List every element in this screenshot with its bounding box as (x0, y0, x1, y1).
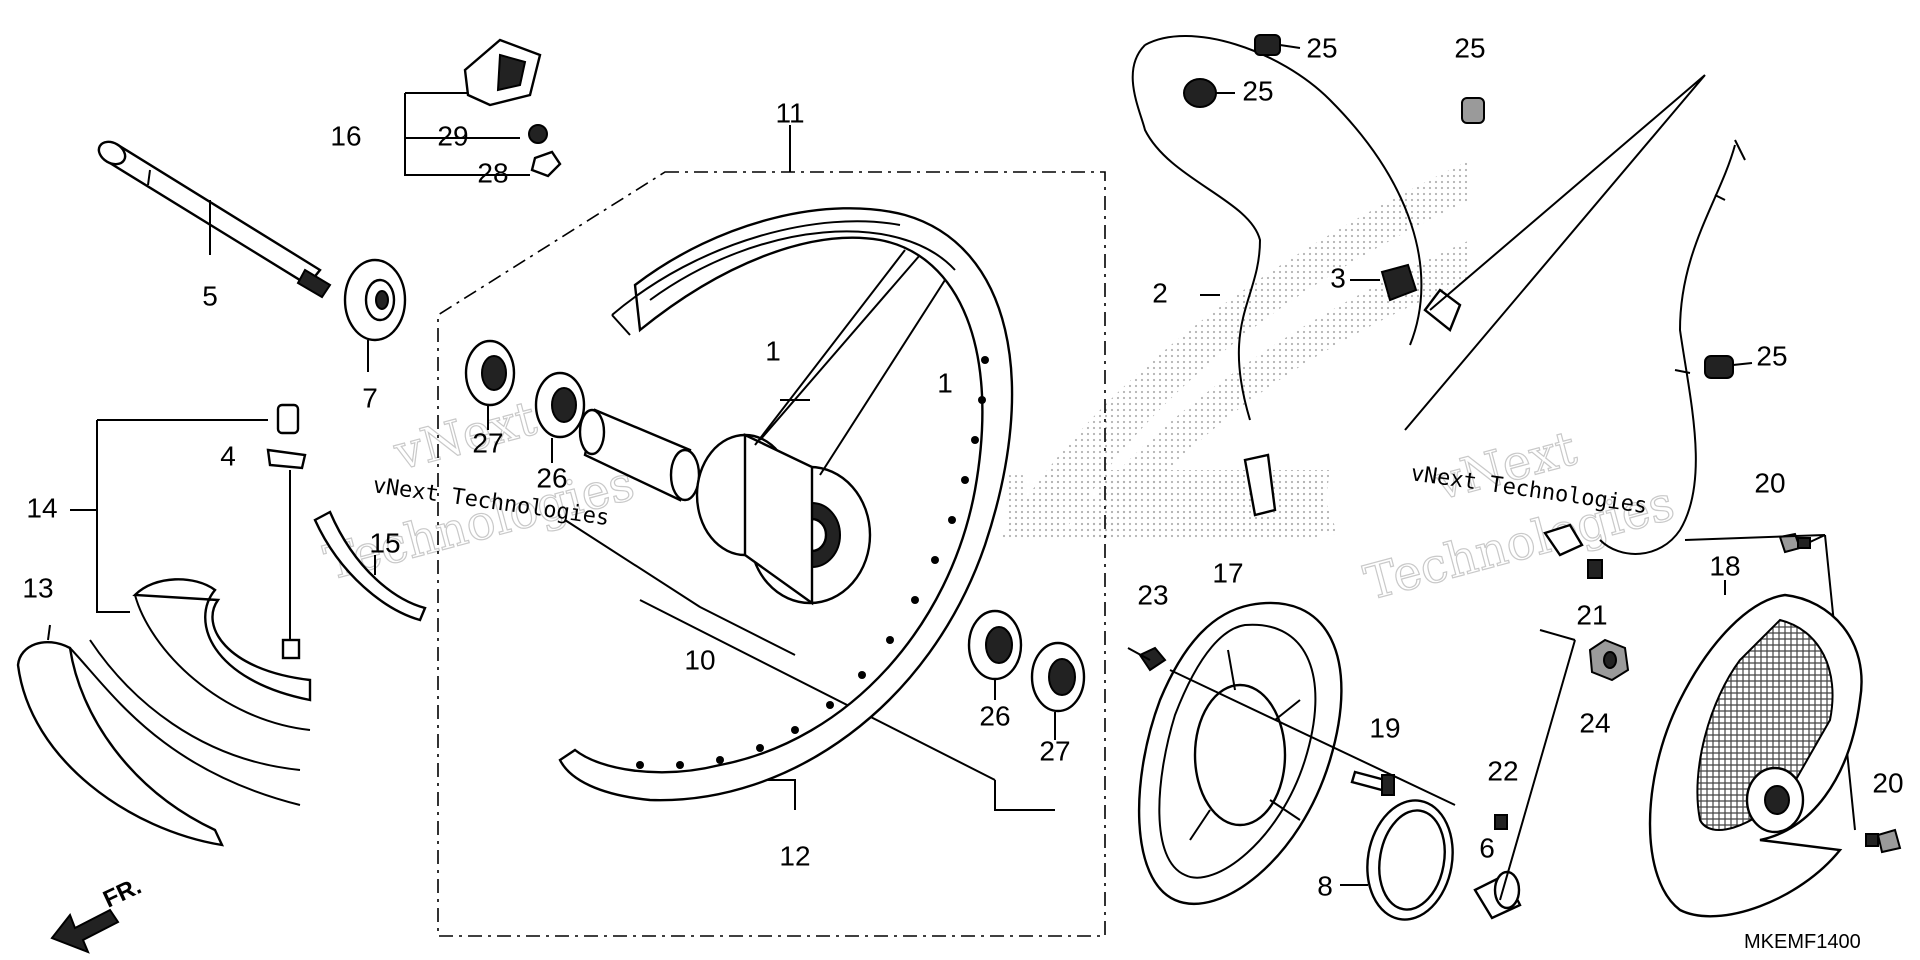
hose-grommets (1183, 34, 1753, 379)
part-label: 27 (472, 427, 503, 458)
part-label: 28 (477, 157, 508, 188)
part-label: 25 (1306, 32, 1337, 63)
part-label: 25 (1242, 75, 1273, 106)
hose-clamp (1350, 263, 1418, 302)
part-label: 13 (22, 572, 53, 603)
part-label: 26 (536, 462, 567, 493)
inner-tube (132, 578, 312, 731)
assembly-leader-lines (70, 92, 1055, 811)
front-axle (97, 140, 332, 299)
rim-spoke-holes (636, 356, 989, 769)
disc-guard (1648, 580, 1863, 918)
part-label: 20 (1754, 467, 1785, 498)
axle-collar (343, 258, 407, 372)
right-bearings (967, 609, 1086, 740)
part-label: 29 (437, 120, 468, 151)
front-direction-arrow: FR. (50, 873, 146, 954)
part-label: 25 (1756, 340, 1787, 371)
wheel-hub (695, 433, 872, 606)
part-label: 7 (362, 382, 378, 413)
direction-label: FR. (99, 873, 145, 914)
part-label: 20 (1872, 767, 1903, 798)
part-label: 21 (1576, 599, 1607, 630)
part-label: 6 (1479, 832, 1495, 863)
watermark-text: vNext (388, 390, 542, 482)
part-label: 23 (1137, 579, 1168, 610)
part-label: 12 (779, 840, 810, 871)
part-label: 10 (684, 644, 715, 675)
part-label: 2 (1152, 277, 1168, 308)
part-label: 26 (979, 700, 1010, 731)
speed-sensor-cable (1404, 74, 1746, 579)
part-label: 11 (775, 97, 804, 128)
part-label: 27 (1039, 735, 1070, 766)
part-label: 1 (937, 367, 953, 398)
side-collar (1473, 870, 1522, 920)
brake-disc (1137, 601, 1343, 906)
watermark-right: vNext Technologies vNext Technologies (1358, 420, 1681, 613)
part-label: 24 (1579, 707, 1610, 738)
part-label: 22 (1487, 755, 1518, 786)
guard-bolts (1684, 532, 1902, 854)
part-label: 4 (220, 440, 236, 471)
hub-distance-collar (578, 408, 701, 502)
part-label: 8 (1317, 870, 1333, 901)
wheel-rim (558, 207, 1014, 802)
wheel-assembly-box (437, 171, 1106, 937)
disc-bolts (1127, 646, 1508, 830)
left-bearings (464, 339, 586, 463)
part-label: 25 (1454, 32, 1485, 63)
part-label: 3 (1330, 262, 1346, 293)
brake-hose (1131, 35, 1462, 517)
axle-nut (1499, 629, 1630, 901)
part-callouts: 11 16 29 28 5 7 1 1 27 26 4 14 15 13 10 … (22, 32, 1903, 901)
part-label: 17 (1212, 557, 1243, 588)
pulser-ring (1340, 799, 1454, 921)
part-label: 1 (765, 335, 781, 366)
diagram-code: MKEMF1400 (1744, 931, 1861, 953)
part-label: 14 (26, 492, 57, 523)
part-label: 15 (369, 527, 400, 558)
part-label: 16 (330, 120, 361, 151)
spokes (754, 249, 946, 476)
part-label: 5 (202, 280, 218, 311)
rim-band (313, 510, 427, 622)
part-label: 19 (1369, 712, 1400, 743)
tube-valve (266, 403, 307, 660)
front-tire (16, 624, 301, 847)
brand-mark-text: HONDA (1000, 460, 1339, 555)
part-label: 18 (1709, 550, 1740, 581)
brand-wing-watermark: HONDA (1000, 160, 1470, 555)
sensor-bracket (463, 38, 562, 178)
